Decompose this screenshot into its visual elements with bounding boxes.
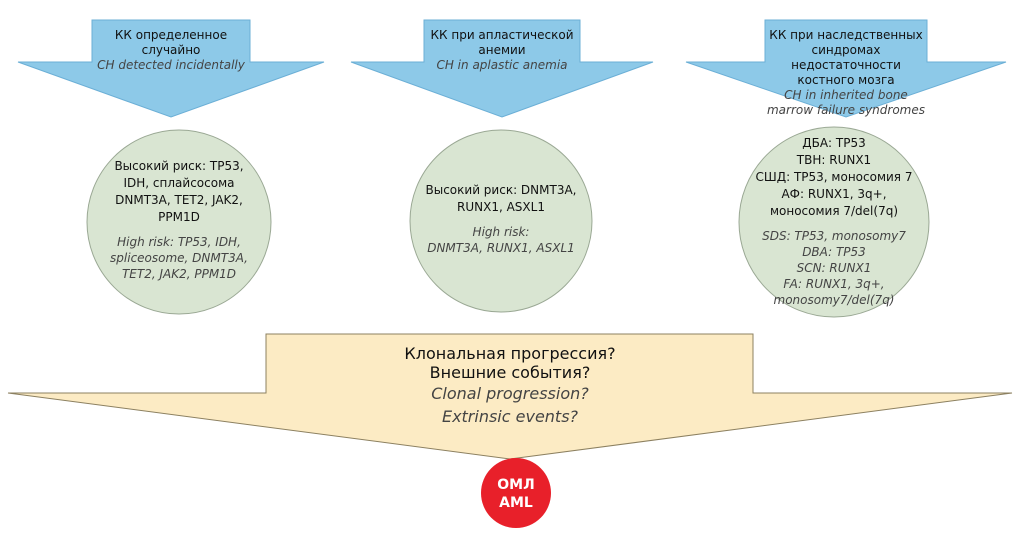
- arrow-label-ru: КК при апластической анемии: [430, 28, 574, 57]
- circle-text-incidental: Высокий риск: TP53, IDH, сплайсосома DNM…: [97, 158, 261, 282]
- syndrome-line-en: DBA: TP53: [802, 245, 866, 259]
- progression-line-en: Clonal progression?: [431, 384, 589, 403]
- risk-line-ru: RUNX1, ASXL1: [457, 200, 545, 214]
- arrow-shape-1: [17, 19, 325, 118]
- risk-line-en: High risk: TP53, IDH,: [117, 235, 241, 249]
- aml-outcome: ОМЛ AML: [481, 476, 551, 512]
- arrow-label-aplastic: КК при апластической анемии CH in aplast…: [424, 28, 580, 73]
- risk-line-en: DNMT3A, RUNX1, ASXL1: [427, 241, 575, 255]
- syndrome-line-en: SDS: TP53, monosomy7: [762, 229, 906, 243]
- syndrome-line-en: SCN: RUNX1: [796, 261, 872, 275]
- arrow-label-inherited: КК при наследственных синдромах недостат…: [762, 28, 930, 118]
- circle-text-aplastic: Высокий риск: DNMT3A, RUNX1, ASXL1 High …: [419, 182, 583, 256]
- risk-line-ru: Высокий риск: DNMT3A,: [425, 183, 577, 197]
- circle-text-inherited: ДБА: TP53 ТВН: RUNX1 СШД: TP53, моносоми…: [748, 135, 920, 308]
- syndrome-line-ru: ДБА: TP53: [802, 136, 866, 150]
- aml-label-ru: ОМЛ: [497, 477, 535, 493]
- syndrome-line-en: FA: RUNX1, 3q+,: [783, 277, 885, 291]
- arrow-label-incidental: КК определенное случайно CH detected inc…: [92, 28, 250, 73]
- progression-line-ru: Клональная прогрессия?: [404, 344, 616, 363]
- syndrome-line-ru: моносомия 7/del(7q): [769, 204, 899, 218]
- risk-line-en: High risk:: [472, 225, 530, 239]
- aml-label-en: AML: [499, 495, 533, 511]
- arrow-shape-2: [350, 19, 654, 118]
- circle-shape-1: [86, 129, 272, 315]
- arrow-label-ru: КК при наследственных синдромах недостат…: [769, 28, 923, 87]
- arrow-label-ru: КК определенное случайно: [114, 28, 228, 57]
- syndrome-line-en: monosomy7/del(7q): [773, 293, 895, 307]
- progression-text: Клональная прогрессия? Внешние события? …: [300, 344, 720, 428]
- outcome-circle-shape: [481, 458, 551, 528]
- arrow-label-en: CH in inherited bone marrow failure synd…: [766, 88, 926, 117]
- risk-line-ru: PPM1D: [158, 210, 200, 224]
- progression-line-ru: Внешние события?: [429, 363, 591, 382]
- syndrome-line-ru: АФ: RUNX1, 3q+,: [781, 187, 887, 201]
- risk-line-en: spliceosome, DNMT3A,: [110, 251, 248, 265]
- arrow-shape-3: [685, 19, 1007, 118]
- risk-line-ru: DNMT3A, TET2, JAK2,: [115, 193, 243, 207]
- circle-shape-3: [738, 126, 930, 318]
- risk-line-ru: IDH, сплайсосома: [123, 176, 235, 190]
- risk-line-en: TET2, JAK2, PPM1D: [121, 267, 237, 281]
- syndrome-line-ru: СШД: TP53, моносомия 7: [755, 170, 913, 184]
- progression-line-en: Extrinsic events?: [441, 407, 579, 426]
- big-arrow-shape: [7, 333, 1013, 460]
- syndrome-line-ru: ТВН: RUNX1: [796, 153, 872, 167]
- arrow-label-en: CH detected incidentally: [97, 58, 245, 72]
- circle-shape-2: [409, 129, 593, 313]
- risk-line-ru: Высокий риск: TP53,: [114, 159, 244, 173]
- arrow-label-en: CH in aplastic anemia: [436, 58, 568, 72]
